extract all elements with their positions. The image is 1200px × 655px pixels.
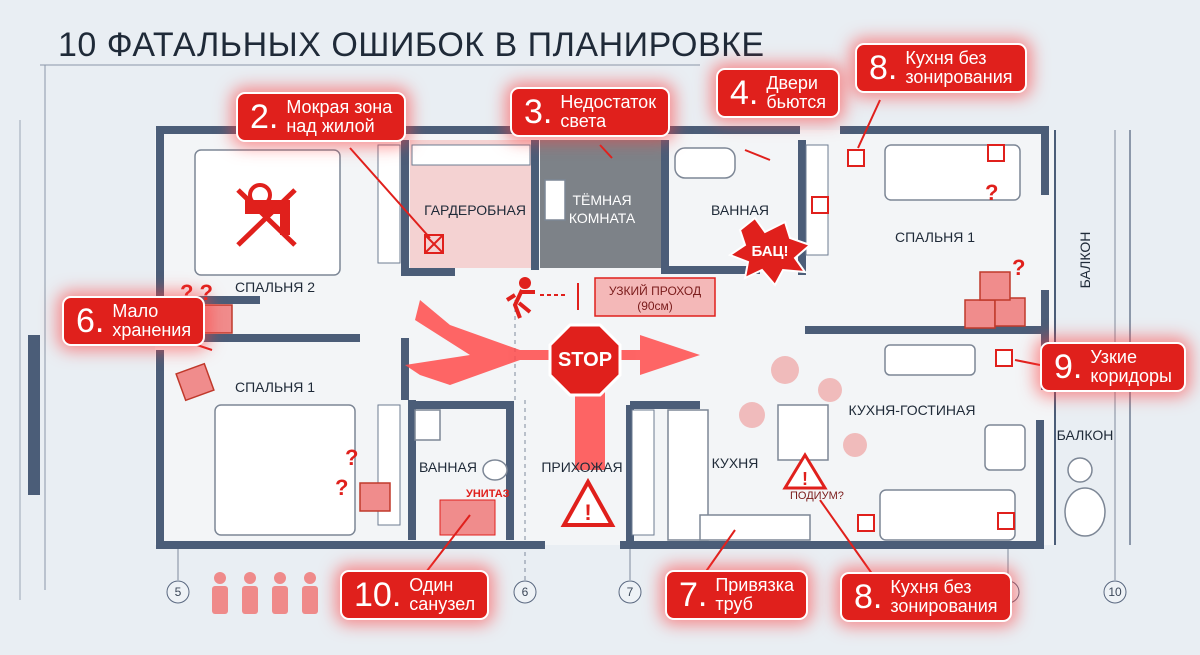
smoke-icons: [739, 356, 867, 457]
callout-line: зонирования: [905, 67, 1013, 87]
room-labels: СПАЛЬНЯ 2 ГАРДЕРОБНАЯ ТЁМНАЯ КОМНАТА ВАН…: [235, 192, 1113, 475]
wet-zone-marker-x2: [424, 234, 444, 254]
balcony-chair: [1064, 487, 1106, 537]
sink-bottom: [414, 409, 441, 441]
room-dark-2: КОМНАТА: [569, 210, 636, 226]
svg-text:?: ?: [335, 475, 348, 500]
narrow-passage-label: УЗКИЙ ПРОХОД: [609, 283, 701, 298]
bed-bedroom1-left: [214, 404, 356, 536]
callout-line: над жилой: [286, 116, 375, 136]
callout-line: света: [560, 111, 607, 131]
balcony-table: [1067, 457, 1093, 483]
room-bathroom-top: ВАННАЯ: [711, 202, 769, 218]
callout-line: Двери: [766, 73, 818, 93]
axis-5: 5: [175, 585, 182, 599]
faucet-crossed-icon: [236, 183, 297, 247]
callout-line: Один: [409, 575, 454, 595]
toilet-label: УНИТАЗ: [466, 488, 510, 500]
warning-mark-hall: !: [584, 500, 591, 525]
room-balcony-bottom: БАЛКОН: [1057, 427, 1114, 443]
bang-burst: [727, 216, 812, 287]
axis-6: 6: [522, 585, 529, 599]
dining-table: [777, 404, 829, 461]
callout-line: бьются: [766, 92, 826, 112]
stop-sign: [548, 323, 622, 397]
callout-line: Мало: [112, 301, 159, 321]
wet-zone-marker: [424, 234, 444, 254]
warning-triangle-kitchen: [782, 452, 828, 490]
axis-10: 10: [1108, 585, 1122, 599]
callout-number: 4.: [730, 74, 759, 112]
callout-line: Недостаток: [560, 92, 657, 112]
callout-number: 9.: [1054, 348, 1083, 386]
room-balcony-top: БАЛКОН: [1077, 232, 1093, 289]
narrow-passage-box: [594, 277, 716, 317]
podium-label: ПОДИУМ?: [790, 490, 844, 502]
callout-line: Кухня без: [890, 577, 972, 597]
people-icons: [212, 572, 318, 614]
callout-number: 3.: [524, 93, 553, 131]
page-title: 10 ФАТАЛЬНЫХ ОШИБОК В ПЛАНИРОВКЕ: [58, 26, 765, 64]
callout-line: Кухня без: [905, 48, 987, 68]
armchair: [984, 424, 1026, 471]
socket-icons: [811, 144, 1015, 532]
narrow-passage-width: (90см): [637, 299, 673, 313]
room-bedroom2: СПАЛЬНЯ 2: [235, 279, 315, 295]
callout-number: 10.: [354, 576, 402, 614]
dark-room-cabinet: [544, 179, 566, 221]
svg-text:?: ?: [985, 180, 998, 205]
callout-line: Мокрая зона: [286, 97, 393, 117]
toilet-bowl: [482, 459, 508, 481]
svg-text:?: ?: [1012, 255, 1025, 280]
sofa-top: [884, 144, 1021, 201]
callout-number: 2.: [250, 98, 279, 136]
bathtub: [674, 147, 736, 179]
room-kitchen-living: КУХНЯ-ГОСТИНАЯ: [849, 402, 976, 418]
warning-triangle-hall: [560, 477, 616, 527]
wall-stub: [28, 335, 40, 495]
callout-number: 7.: [679, 576, 708, 614]
room-wardrobe: ГАРДЕРОБНАЯ: [424, 202, 526, 218]
callout-line: хранения: [112, 320, 192, 340]
room-dark-1: ТЁМНАЯ: [572, 192, 631, 208]
kitchen-counter-bottom: [699, 514, 811, 541]
room-bedroom1-left: СПАЛЬНЯ 1: [235, 379, 315, 395]
callout-line: труб: [715, 594, 753, 614]
box-icons: [175, 271, 1026, 512]
callout-line: санузел: [409, 594, 476, 614]
axis-7: 7: [627, 585, 634, 599]
callout-number: 8.: [854, 578, 883, 616]
room-bathroom-bottom: ВАННАЯ: [419, 459, 477, 475]
callout-line: зонирования: [890, 596, 998, 616]
callout-number: 8.: [869, 49, 898, 87]
warning-mark-kitchen: !: [802, 469, 808, 489]
callout-line: коридоры: [1090, 366, 1172, 386]
room-hallway: ПРИХОЖАЯ: [541, 459, 622, 475]
furniture: [194, 144, 1106, 541]
running-person-icon: [505, 277, 535, 319]
traffic-arrows: [405, 300, 700, 470]
stop-sign-label: STOP: [558, 349, 612, 371]
room-kitchen: КУХНЯ: [712, 455, 759, 471]
callout-line: Узкие: [1090, 347, 1137, 367]
bang-label: БАЦ!: [752, 243, 789, 260]
room-bedroom1-right: СПАЛЬНЯ 1: [895, 229, 975, 245]
callout-line: Привязка: [715, 575, 795, 595]
callout-number: 6.: [76, 302, 105, 340]
sofa-bottom: [879, 489, 1016, 541]
svg-text:?: ?: [345, 445, 358, 470]
sofa-middle: [884, 344, 976, 376]
